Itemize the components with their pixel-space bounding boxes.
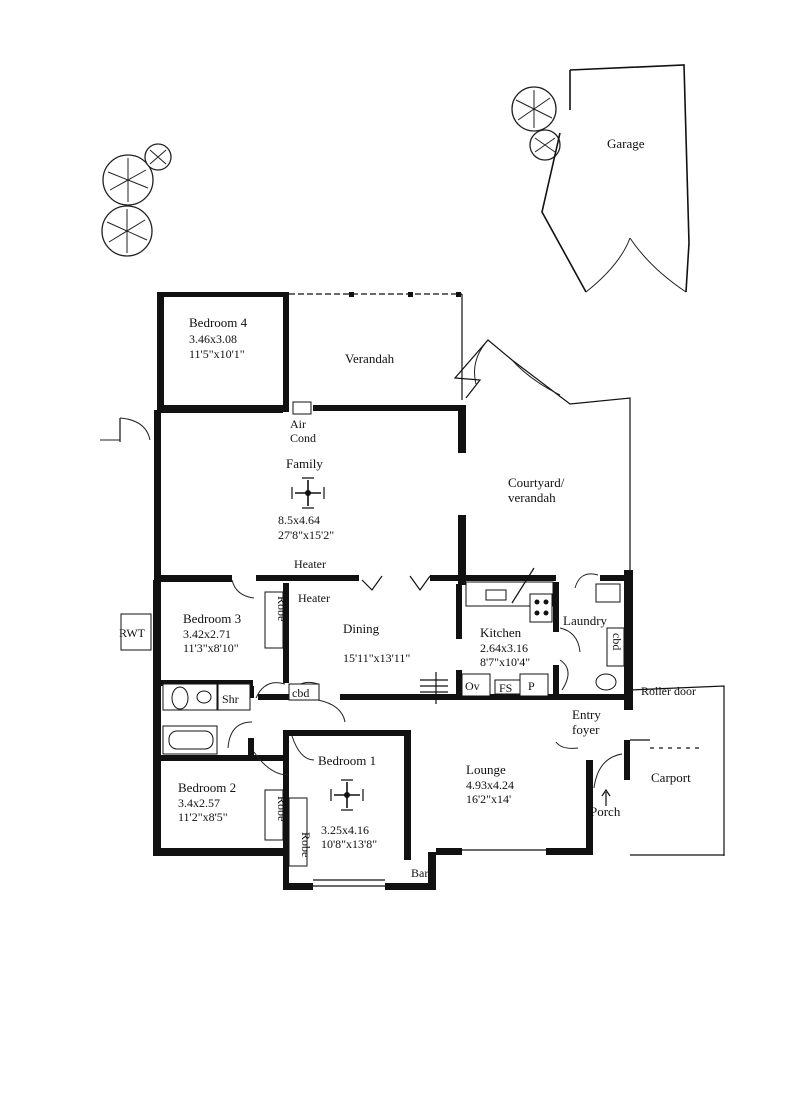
lounge: Lounge 4.93x4.24 16'2"x14' (466, 762, 514, 806)
bedroom3-imperial: 11'3"x8'10" (183, 641, 239, 655)
family-imperial: 27'8"x15'2" (278, 528, 334, 542)
bedroom2-imperial: 11'2"x8'5" (178, 810, 228, 824)
roller-door-label: Roller door (641, 684, 696, 698)
porch-label: Porch (590, 804, 621, 819)
cbd-hall-label: cbd (292, 686, 309, 700)
shr-label: Shr (222, 692, 239, 706)
laundry-label: Laundry (563, 613, 608, 628)
pantry-label: P (528, 679, 535, 693)
oven-label: Ov (465, 679, 480, 693)
entry-line1: Entry (572, 707, 601, 722)
ceiling-fan-icon (330, 779, 364, 811)
bedroom4-name: Bedroom 4 (189, 315, 248, 330)
aircond-line1: Air (290, 417, 306, 431)
fs-label: FS (499, 681, 512, 695)
bar-label: Bar (411, 866, 428, 880)
exterior-walls (153, 292, 633, 890)
lounge-imperial: 16'2"x14' (466, 792, 511, 806)
bedroom2-metric: 3.4x2.57 (178, 796, 220, 810)
courtyard-line2: verandah (508, 490, 556, 505)
lounge-metric: 4.93x4.24 (466, 778, 514, 792)
courtyard-line1: Courtyard/ (508, 475, 565, 490)
entry-line2: foyer (572, 722, 600, 737)
bedroom-1: Bedroom 1 3.25x4.16 10'8"x13'8" (318, 753, 377, 851)
bedroom4-metric: 3.46x3.08 (189, 332, 237, 346)
ceiling-fan-icon (291, 477, 325, 509)
tree-icon (511, 86, 561, 161)
bedroom3-name: Bedroom 3 (183, 611, 241, 626)
carport-label: Carport (651, 770, 691, 785)
robe-b2-label: Robe (275, 796, 289, 821)
bedroom1-name: Bedroom 1 (318, 753, 376, 768)
dining-room: Dining 15'11"x13'11" (343, 621, 410, 665)
family-metric: 8.5x4.64 (278, 513, 320, 527)
heater-dining-label: Heater (298, 591, 330, 605)
tree-icon (101, 143, 172, 257)
verandah-label: Verandah (345, 351, 395, 366)
kitchen: Kitchen 2.64x3.16 8'7"x10'4" (480, 625, 530, 669)
kitchen-name: Kitchen (480, 625, 522, 640)
bedroom-3: Bedroom 3 3.42x2.71 11'3"x8'10" (183, 611, 241, 655)
bedroom2-name: Bedroom 2 (178, 780, 236, 795)
robe-b3-label: Robe (275, 596, 289, 621)
bedroom1-metric: 3.25x4.16 (321, 823, 369, 837)
interior-lines (100, 292, 725, 887)
bedroom4-imperial: 11'5"x10'1" (189, 347, 245, 361)
dining-imperial: 15'11"x13'11" (343, 651, 410, 665)
family-room: Family 8.5x4.64 27'8"x15'2" (278, 456, 334, 542)
dining-name: Dining (343, 621, 380, 636)
kitchen-metric: 2.64x3.16 (480, 641, 528, 655)
family-name: Family (286, 456, 323, 471)
robe-b1-label: Robe (299, 832, 313, 857)
garage: Garage (541, 64, 690, 293)
rwt-label: RWT (119, 626, 146, 640)
cbd-laundry-label: cbd (610, 633, 624, 650)
aircond-line2: Cond (290, 431, 316, 445)
garage-label: Garage (607, 136, 645, 151)
lounge-name: Lounge (466, 762, 506, 777)
kitchen-imperial: 8'7"x10'4" (480, 655, 530, 669)
heater-family-label: Heater (294, 557, 326, 571)
bedroom-4: Bedroom 4 3.46x3.08 11'5"x10'1" (189, 315, 248, 361)
bedroom1-imperial: 10'8"x13'8" (321, 837, 377, 851)
bedroom3-metric: 3.42x2.71 (183, 627, 231, 641)
bedroom-2: Bedroom 2 3.4x2.57 11'2"x8'5" (178, 780, 236, 824)
